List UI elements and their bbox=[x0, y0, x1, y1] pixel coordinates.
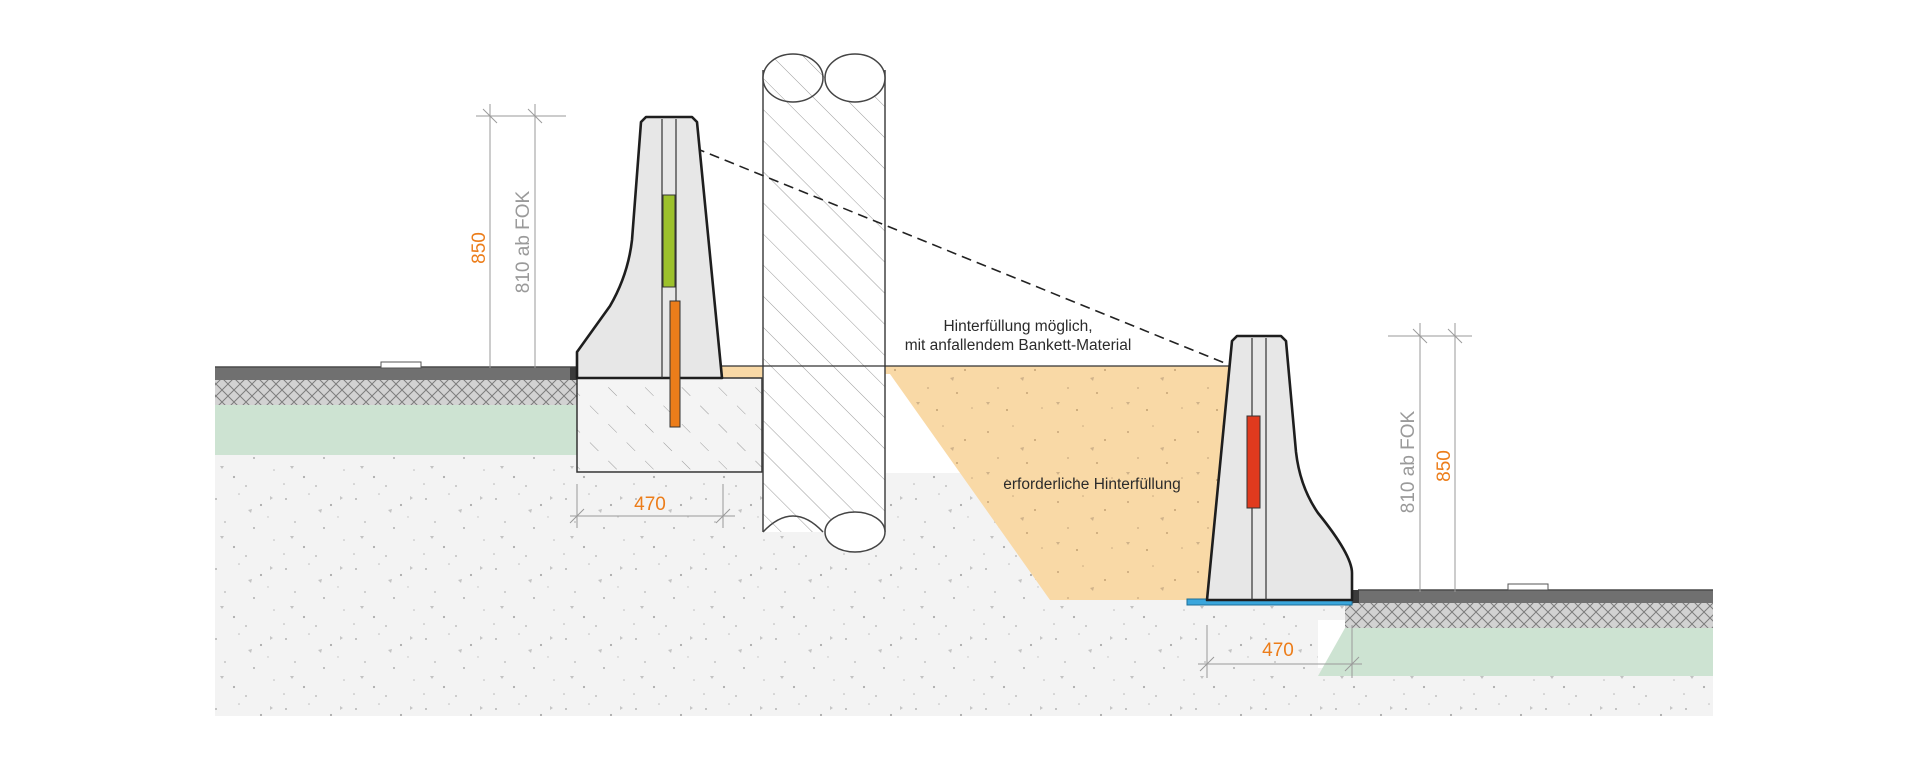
backfill-zone bbox=[716, 366, 1232, 600]
right-anchor-red bbox=[1246, 415, 1261, 509]
backfill-optional-label-line1: Hinterfüllung möglich, bbox=[943, 318, 1092, 335]
right-base-width: 470 bbox=[1262, 640, 1294, 661]
left-anchor-orange bbox=[669, 300, 681, 428]
left-green-layer bbox=[215, 405, 577, 455]
right-height-dimension bbox=[1388, 323, 1472, 592]
right-height-total: 850 bbox=[1434, 450, 1455, 482]
left-barrier bbox=[575, 115, 724, 428]
soil-body bbox=[215, 455, 1713, 716]
left-width-dimension bbox=[569, 484, 735, 528]
right-asphalt-layer bbox=[1358, 590, 1713, 603]
right-road-marker bbox=[1507, 583, 1549, 591]
left-height-total: 850 bbox=[469, 232, 490, 264]
backfill-optional-label-line2: mit anfallendem Bankett-Material bbox=[905, 337, 1132, 354]
left-base-width: 470 bbox=[634, 494, 666, 515]
left-gravel-layer bbox=[215, 380, 577, 405]
backfill-required-label: erforderliche Hinterfüllung bbox=[1003, 476, 1180, 493]
left-height-dimension bbox=[476, 104, 566, 368]
right-gravel-layer bbox=[1345, 603, 1713, 628]
left-edge-joint bbox=[570, 367, 577, 380]
slope-dashed-line bbox=[694, 147, 1233, 367]
right-barrier bbox=[1186, 334, 1354, 606]
left-road-marker bbox=[380, 361, 422, 369]
left-anchor-green bbox=[662, 194, 676, 288]
right-edge-joint bbox=[1352, 590, 1359, 603]
right-green-wedge bbox=[1318, 628, 1345, 676]
right-green-layer bbox=[1345, 628, 1713, 676]
pipe-section bbox=[762, 53, 886, 553]
right-width-dimension bbox=[1198, 625, 1362, 678]
right-height-above-road: 810 ab FOK bbox=[1398, 410, 1419, 513]
left-height-above-road: 810 ab FOK bbox=[513, 190, 534, 293]
left-asphalt-layer bbox=[215, 367, 577, 380]
